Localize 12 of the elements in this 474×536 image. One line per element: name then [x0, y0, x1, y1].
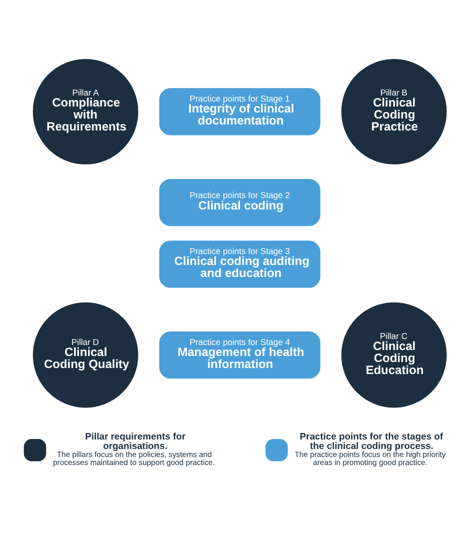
node-box: Practice points for Stage 2 Clinical coding [159, 178, 320, 226]
node-circle: Pillar C Clinical Coding Education [341, 302, 447, 408]
legend-label: Pillar requirements for organisations. [85, 430, 186, 451]
node-circle: Pillar D Clinical Coding Quality [32, 302, 138, 408]
node-circle: Pillar B Clinical Coding Practice [341, 58, 447, 164]
node-box: Practice points for Stage 1 Integrity of clinical documentation [159, 88, 320, 135]
node-box: Practice points for Stage 3 Clinical coding auditing and education [159, 240, 320, 288]
node-box: Practice points for Stage 4 Management of health information [159, 330, 320, 378]
label: The pillars focus on the policies, systems and processes maintained to support good practice. [52, 450, 215, 466]
label: The practice points focus on the high priority areas in promoting good practice. [294, 450, 446, 466]
legend-label: Practice points for the stages of the clinical coding process. [300, 430, 443, 451]
node-circle: Pillar A Compliance with Requirements [32, 58, 138, 164]
